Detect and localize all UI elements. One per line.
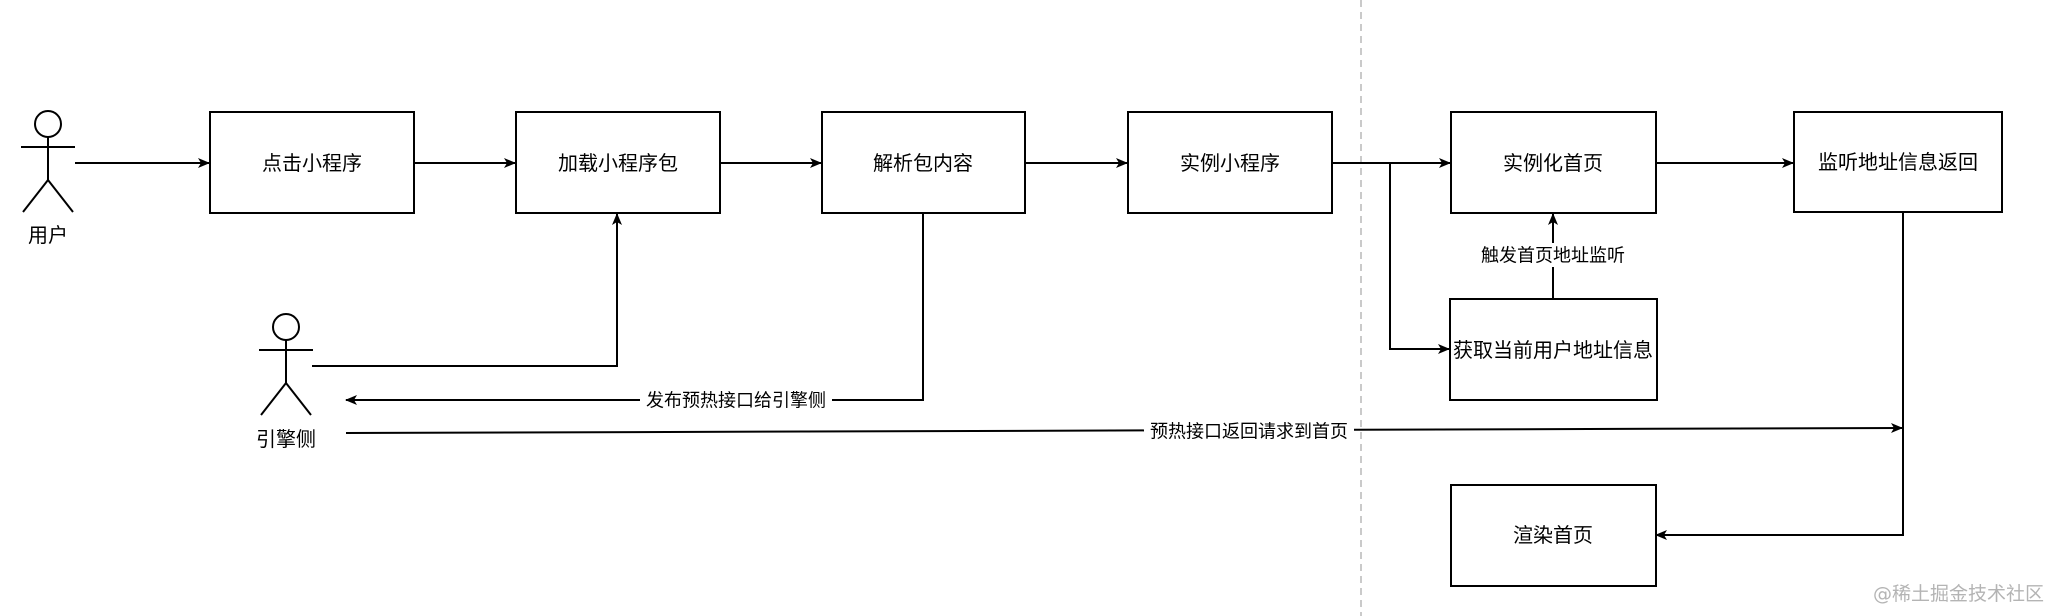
node-box (515, 111, 721, 214)
node-label: 实例化首页 (1503, 151, 1603, 175)
edge-label-preheat-return: 预热接口返回请求到首页 (1150, 422, 1348, 443)
actor-head (272, 313, 300, 341)
node-label: 监听地址信息返回 (1818, 150, 1978, 174)
node-label: 点击小程序 (262, 151, 362, 175)
node-render-homepage: 渲染首页 (1450, 484, 1657, 587)
node-label: 解析包内容 (873, 151, 973, 175)
edge-label-publish-preheat: 发布预热接口给引擎侧 (646, 391, 826, 412)
node-label: 实例小程序 (1180, 151, 1280, 175)
actor-leg-left (22, 179, 49, 213)
node-box (1793, 111, 2003, 213)
node-parse-package: 解析包内容 (821, 111, 1026, 214)
edge-listen-to-render (1655, 212, 1904, 540)
nodes-layer: 点击小程序 加载小程序包 解析包内容 实例小程序 实例化首页 监听地址信息返回 … (209, 111, 2003, 587)
node-box (821, 111, 1026, 214)
node-box (209, 111, 415, 214)
actor-leg-left (260, 382, 287, 416)
node-instantiate-homepage: 实例化首页 (1450, 111, 1657, 214)
actor-engine: 引擎侧 (256, 313, 316, 451)
edge-parse-to-engine (345, 213, 924, 405)
edges-layer (75, 158, 1904, 540)
node-click-miniprogram: 点击小程序 (209, 111, 415, 214)
actor-leg-right (47, 179, 74, 213)
actor-leg-right (285, 382, 312, 416)
node-label: 渲染首页 (1513, 523, 1593, 547)
node-load-package: 加载小程序包 (515, 111, 721, 214)
actor-head (34, 110, 62, 138)
node-box (1449, 298, 1658, 401)
node-get-user-address: 获取当前用户地址信息 (1449, 298, 1658, 401)
node-label: 获取当前用户地址信息 (1453, 338, 1653, 362)
edge-engine-to-home-request (345, 423, 1903, 434)
actor-engine-label: 引擎侧 (256, 427, 316, 451)
node-box (1450, 111, 1657, 214)
edge-instance-to-address (1389, 163, 1450, 354)
node-listen-address: 监听地址信息返回 (1793, 111, 2003, 213)
actor-user: 用户 (21, 110, 75, 247)
edge-label-bg (1472, 243, 1634, 267)
watermark-text: @稀土掘金技术社区 (1873, 583, 2044, 605)
node-instance-miniprogram: 实例小程序 (1127, 111, 1333, 214)
edge-label-trigger-listen: 触发首页地址监听 (1481, 246, 1625, 267)
edge-label-bg (1144, 419, 1354, 443)
node-box (1127, 111, 1333, 214)
edge-label-bg (640, 388, 832, 412)
node-box (1450, 484, 1657, 587)
node-label: 加载小程序包 (558, 151, 678, 175)
edge-labels-layer: 发布预热接口给引擎侧 预热接口返回请求到首页 触发首页地址监听 (640, 243, 1634, 443)
actor-user-label: 用户 (28, 223, 68, 247)
edge-engine-to-load (312, 213, 622, 367)
